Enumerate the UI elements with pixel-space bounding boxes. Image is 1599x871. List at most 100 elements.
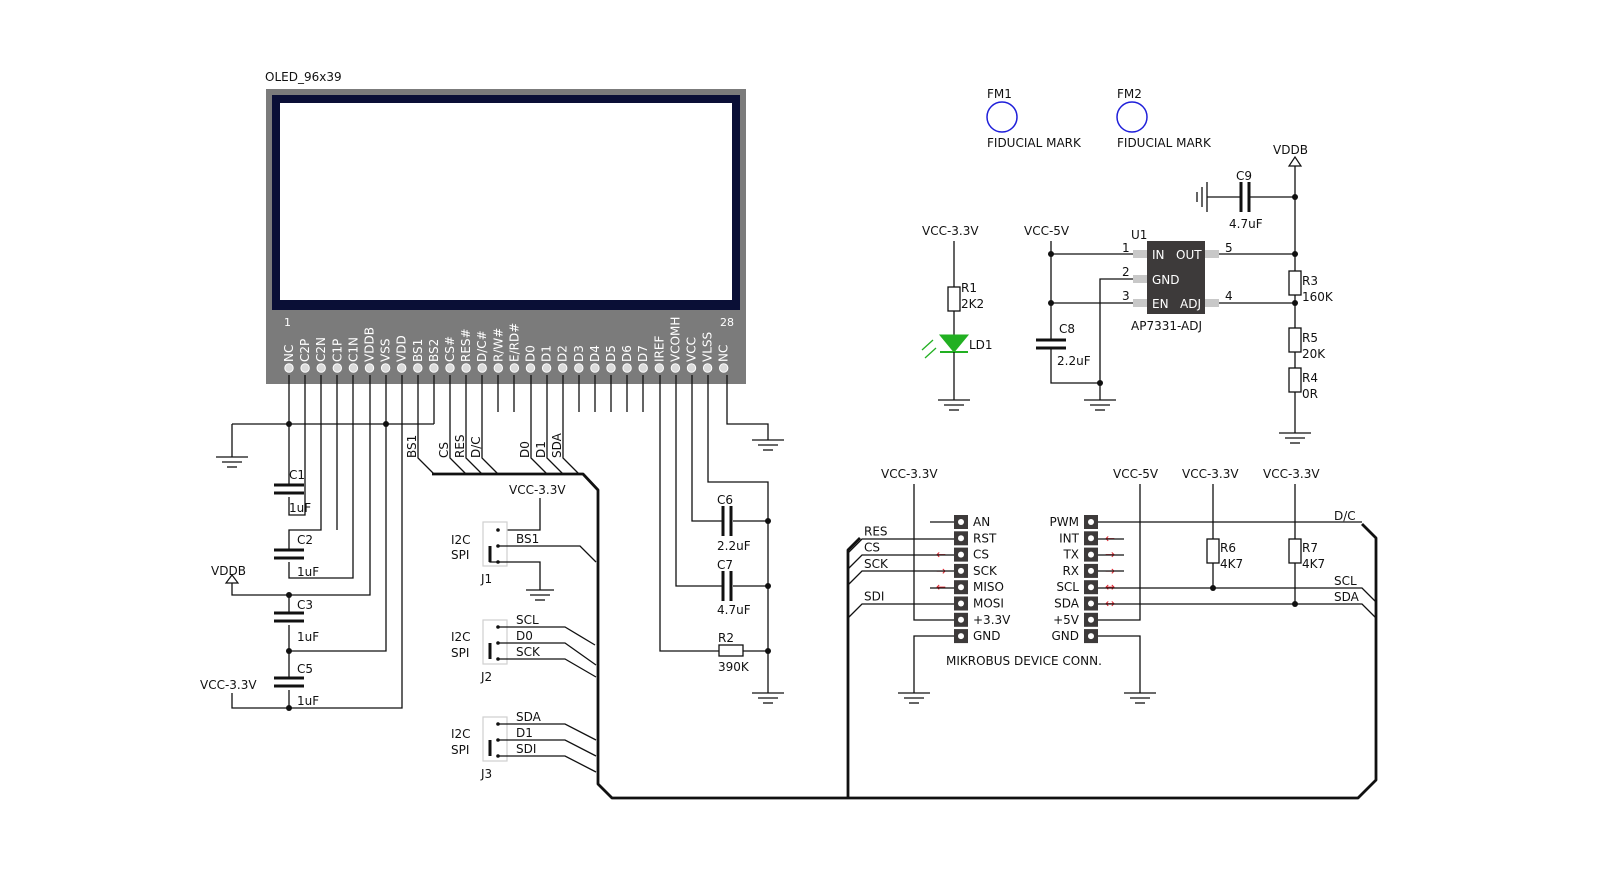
oled-pin-pad [719, 363, 729, 373]
oled-pin-pad [622, 363, 632, 373]
svg-text:1: 1 [1122, 241, 1130, 255]
regulator-u1: VCC-5V C8 2.2uF U1 AP7331-ADJ IN OUT GND… [1024, 224, 1295, 411]
svg-text:R5: R5 [1302, 331, 1318, 345]
net-d0-label: D0 [518, 441, 532, 458]
mikrobus-pin-label: GND [973, 629, 1001, 643]
svg-text:I2C: I2C [451, 533, 471, 547]
mikrobus-pin-label: MOSI [973, 597, 1004, 611]
oled-pin-label: VCC [685, 337, 699, 362]
svg-text:4.7uF: 4.7uF [1229, 217, 1263, 231]
mikrobus-pin-label: SDA [1054, 597, 1080, 611]
oled-pin-label: D3 [572, 345, 586, 362]
svg-text:C9: C9 [1236, 169, 1252, 183]
net-res-label: RES [453, 434, 467, 458]
mikrobus-pin-hole [1088, 600, 1094, 607]
mikrobus-pin-label: PWM [1050, 515, 1079, 529]
svg-text:VCC-3.3V: VCC-3.3V [1182, 467, 1239, 481]
svg-text:EN: EN [1152, 297, 1169, 311]
oled-pin-pad [445, 363, 455, 373]
net-vddb-left-label: VDDB [211, 564, 246, 578]
oled-wires [231, 375, 771, 711]
svg-text:FIDUCIAL MARK: FIDUCIAL MARK [1117, 136, 1212, 150]
oled-pin-pad [493, 363, 503, 373]
svg-text:VCC-5V: VCC-5V [1024, 224, 1070, 238]
oled-pin-pad [702, 363, 713, 373]
mikrobus-pin-hole [958, 633, 964, 640]
oled-pin-label: C1P [330, 339, 344, 362]
oled-pin-pad [413, 363, 423, 373]
svg-text:C5: C5 [297, 662, 313, 676]
oled-pin-pad [348, 363, 359, 373]
svg-text:D1: D1 [516, 726, 533, 740]
oled-pin-label: C2N [314, 337, 328, 362]
oled-pin-label: IREF [652, 336, 666, 362]
svg-text:J1: J1 [480, 572, 492, 586]
svg-text:5: 5 [1225, 241, 1233, 255]
svg-text:2K2: 2K2 [961, 297, 984, 311]
led-circuit: VCC-3.3V R1 2K2 LD1 [921, 224, 993, 411]
oled-pin-pad [525, 363, 536, 373]
mikrobus-pin-hole [958, 584, 964, 591]
display-pin-first: 1 [284, 316, 291, 329]
svg-text:3: 3 [1122, 289, 1130, 303]
svg-text:SCK: SCK [516, 645, 541, 659]
oled-pin-pad [654, 363, 664, 373]
fiducial-fm2: FM2 FIDUCIAL MARK [1116, 87, 1212, 150]
mikrobus-pin-hole [1088, 567, 1094, 574]
mikrobus-pin-hole [1088, 519, 1094, 525]
capacitor-c7: C7 4.7uF [717, 558, 751, 617]
mikrobus-net-label: SCK [864, 557, 889, 571]
svg-text:FIDUCIAL MARK: FIDUCIAL MARK [987, 136, 1082, 150]
oled-pin-pad [397, 363, 407, 373]
svg-text:C7: C7 [717, 558, 733, 572]
mikrobus-pin-label: +3.3V [973, 613, 1011, 627]
svg-text:4.7uF: 4.7uF [717, 603, 751, 617]
oled-pin-label: E/RD# [507, 323, 521, 362]
mikrobus-pin-hole [1088, 535, 1094, 542]
mikrobus-pin-hole [958, 551, 964, 558]
svg-text:R3: R3 [1302, 274, 1318, 288]
oled-pin-pad [574, 363, 584, 373]
oled-pin-label: BS1 [411, 339, 425, 362]
oled-pin-pad [284, 363, 294, 373]
jumper-j1: VCC-3.3V I2C SPI J1 BS1 [451, 483, 597, 601]
svg-text:2.2uF: 2.2uF [717, 539, 751, 553]
svg-text:1uF: 1uF [289, 501, 311, 515]
oled-pin-label: VLSS [701, 332, 715, 362]
oled-pin-pad [541, 363, 552, 373]
svg-text:SCL: SCL [516, 613, 539, 627]
svg-text:4K7: 4K7 [1302, 557, 1325, 571]
svg-text:20K: 20K [1302, 347, 1326, 361]
svg-text:1uF: 1uF [297, 694, 319, 708]
svg-text:4K7: 4K7 [1220, 557, 1243, 571]
svg-text:R4: R4 [1302, 371, 1318, 385]
net-d1-label: D1 [534, 441, 548, 458]
svg-text:2: 2 [1122, 265, 1130, 279]
svg-text:FM2: FM2 [1117, 87, 1142, 101]
net-vcc33-left-label: VCC-3.3V [200, 678, 257, 692]
capacitor-c5: C5 1uF [274, 662, 319, 708]
oled-pin-label: D2 [556, 345, 570, 362]
oled-pin-pad [686, 363, 697, 373]
oled-pin-pad [380, 363, 391, 373]
mikrobus-pin-hole [958, 616, 964, 623]
oled-pin-pad [364, 363, 375, 373]
mikrobus-net-label: RES [864, 524, 888, 538]
display-screen [280, 103, 732, 300]
svg-text:VCC-3.3V: VCC-3.3V [881, 467, 938, 481]
net-sda-label: SDA [550, 432, 564, 458]
capacitor-c1: C1 1uF [274, 468, 311, 515]
svg-text:OUT: OUT [1176, 248, 1202, 262]
oled-pin-pad [461, 363, 471, 373]
oled-pin-label: D4 [588, 345, 602, 362]
svg-text:R1: R1 [961, 281, 977, 295]
oled-pin-label: D7 [636, 345, 650, 362]
oled-pin-label: CS# [443, 336, 457, 362]
oled-pin-pad [477, 363, 487, 373]
svg-text:IN: IN [1152, 248, 1165, 262]
mikrobus-pin-hole [1088, 584, 1094, 591]
mikrobus-pin-label: CS [973, 548, 989, 562]
jumper-j3: I2C SPI J3 SDA D1 SDI [451, 710, 597, 781]
svg-text:R7: R7 [1302, 541, 1318, 555]
svg-text:SPI: SPI [451, 548, 469, 562]
